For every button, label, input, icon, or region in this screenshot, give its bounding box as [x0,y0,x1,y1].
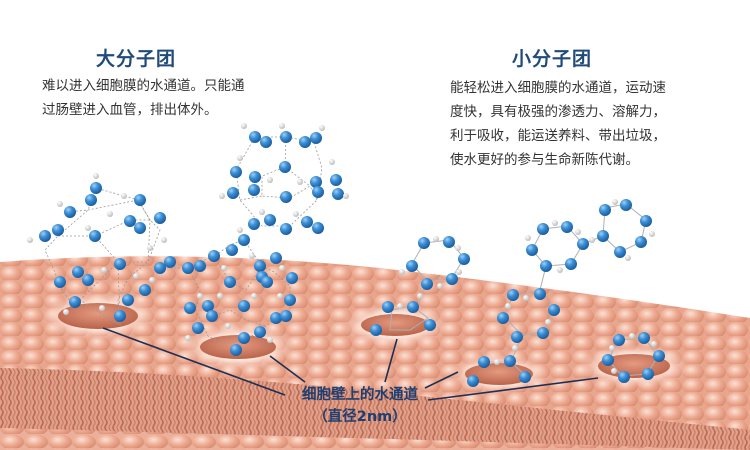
water-channel-caption: 细胞壁上的水通道 （直径2nm） [280,384,440,428]
small-water-cluster-1-atoms [370,236,470,336]
caption-line-2: （直径2nm） [313,409,407,425]
large-water-cluster-left-atoms [27,173,176,322]
small-cluster-title: 小分子团 [512,48,593,70]
small-cluster-description: 能轻松进入细胞膜的水通道，运动速 度快，具有极强的渗透力、溶解力， 利于吸收，能… [450,80,666,168]
large-water-cluster-chain-atoms [182,234,298,356]
large-cluster-title: 大分子团 [96,48,177,70]
membrane-lower-beads [0,428,750,450]
small-water-cluster-3-atoms [602,332,665,383]
lipid-tail-layer [0,368,750,450]
large-water-cluster-cage-atoms [219,123,349,235]
small-water-cluster-2-atoms [467,199,655,387]
large-cluster-description: 难以进入细胞膜的水通道。只能通 过肠壁进入血管，排出体外。 [42,78,245,118]
caption-line-1: 细胞壁上的水通道 [302,387,418,403]
large-water-cluster-cage [235,136,323,227]
leader-lines [102,327,599,401]
